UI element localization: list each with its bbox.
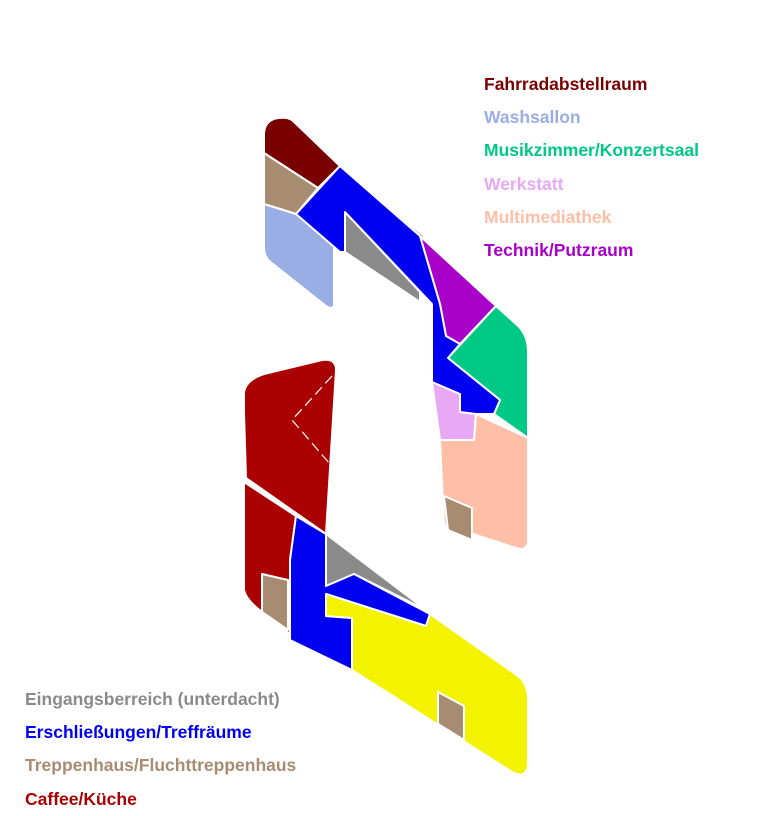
zone-treppenhaus-upper-right [443, 495, 473, 541]
zone-erschliessung-upper [295, 165, 501, 415]
zone-washsallon [263, 203, 335, 309]
legend-item-eingangsbereich: Eingangsberreich (unterdacht) [25, 689, 280, 709]
legend-item-erschliessungen: Erschließungen/Treffräume [25, 722, 252, 743]
zone-caffee-upper [243, 358, 337, 535]
legend-item-caffee: Caffee/Küche [25, 788, 137, 809]
legend-item-technik: Technik/Putzraum [484, 240, 634, 261]
upper-building [263, 116, 529, 550]
zone-fahrradabstellraum [263, 116, 341, 189]
legend-item-treppenhaus: Treppenhaus/Fluchttreppenhaus [25, 755, 297, 776]
zone-treppenhaus-lower-left [261, 573, 289, 631]
zone-treppenhaus-lower-right [437, 691, 465, 741]
legend-item-multimediathek: Multimediathek [484, 206, 612, 227]
legend-item-washsallon: Washsallon [484, 107, 581, 128]
legend-top: Fahrradabstellraum Washsallon Musikzimme… [484, 68, 699, 267]
legend-item-musikzimmer: Musikzimmer/Konzertsaal [484, 140, 699, 161]
legend-item-werkstatt: Werkstatt [484, 173, 564, 194]
zone-caffee-dashed-outline [291, 375, 333, 465]
lower-building [243, 358, 529, 776]
legend-item-fahrradabstellraum: Fahrradabstellraum [484, 74, 648, 94]
zone-yellow-area [325, 593, 529, 776]
legend-bottom: Eingangsberreich (unterdacht) Erschließu… [25, 683, 296, 816]
